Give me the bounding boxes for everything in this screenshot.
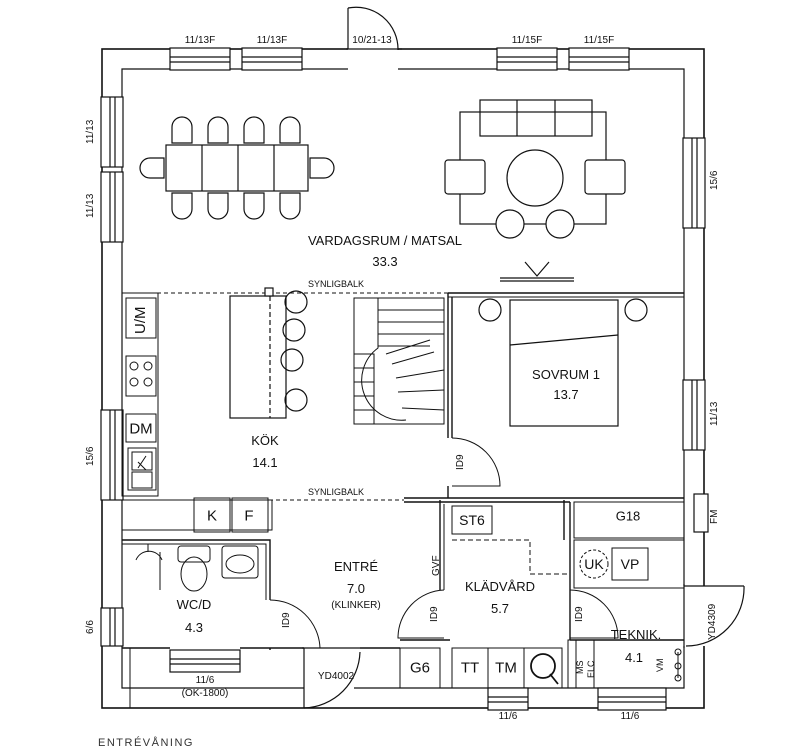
klad-right-door-swing xyxy=(569,589,619,639)
label-g6: G6 xyxy=(409,659,431,677)
room-area-vardagsrum: 33.3 xyxy=(372,254,398,269)
window-label-top-3: 11/15F xyxy=(511,35,543,46)
kladvard-walls xyxy=(400,500,684,641)
floor-caption: ENTRÉVÅNING xyxy=(98,737,194,749)
door-label-front: YD4002 xyxy=(317,671,355,682)
door-label-klad-left: ID9 xyxy=(429,606,440,622)
label-tm: TM xyxy=(495,659,517,677)
tv-symbol xyxy=(500,261,574,282)
wc-fixtures xyxy=(135,544,259,592)
bottom-fixtures xyxy=(399,639,682,689)
right-windows xyxy=(682,137,709,533)
label-um: U/M xyxy=(132,306,149,335)
window-label-bottom-2: 11/6 xyxy=(620,711,640,722)
front-door-swing xyxy=(302,646,361,709)
door-label-top: 10/21-13 xyxy=(352,35,392,46)
bed xyxy=(478,298,648,427)
window-label-left-1: 11/13 xyxy=(85,119,96,144)
label-st6: ST6 xyxy=(459,512,485,528)
room-name-entre: ENTRÉ xyxy=(333,559,379,574)
room-name-teknik: TEKNIK. xyxy=(610,627,662,642)
window-note-bottom-wc: (ÖK-1800) xyxy=(181,688,229,699)
klad-left-door-swing xyxy=(397,589,445,639)
room-name-wcd: WC/D xyxy=(176,597,212,612)
room-area-sovrum: 13.7 xyxy=(553,387,579,402)
label-vp: VP xyxy=(620,556,640,572)
label-gvf: GVF xyxy=(431,555,442,576)
room-name-vardagsrum: VARDAGSRUM / MATSAL xyxy=(307,233,463,248)
label-dm: DM xyxy=(129,420,153,438)
window-label-right-2: 11/13 xyxy=(709,401,720,426)
door-label-klad-right: ID9 xyxy=(574,606,585,622)
room-area-kok: 14.1 xyxy=(252,455,278,470)
top-door-swing xyxy=(346,6,402,70)
kladvard-fixtures xyxy=(451,501,685,589)
window-label-bottom-wc: 11/6 xyxy=(195,675,215,686)
kitchen-counter xyxy=(121,292,273,533)
beam-label-lower: SYNLIGBALK xyxy=(308,487,365,497)
room-name-kok: KÖK xyxy=(251,433,279,448)
left-windows xyxy=(100,96,124,647)
label-tt: TT xyxy=(460,659,480,677)
room-area-wcd: 4.3 xyxy=(184,620,204,635)
door-label-teknik: YD4309 xyxy=(707,603,718,640)
top-windows xyxy=(169,47,630,71)
stairs xyxy=(353,297,445,425)
room-area-kladvard: 5.7 xyxy=(490,601,510,616)
window-label-right-1: 15/6 xyxy=(709,170,720,190)
beam-label-upper: SYNLIGBALK xyxy=(308,279,365,289)
label-vm: VM xyxy=(655,658,665,673)
wc-door-swing xyxy=(269,599,321,649)
room-name-sovrum: SOVRUM 1 xyxy=(532,367,600,382)
label-elc: ELC xyxy=(586,660,596,678)
window-label-bottom-1: 11/6 xyxy=(498,711,518,722)
label-f: F xyxy=(244,507,254,525)
window-label-left-4: 6/6 xyxy=(85,620,96,634)
room-note-entre: (KLINKER) xyxy=(331,600,381,611)
window-label-left-3: 15/6 xyxy=(85,446,96,466)
bedroom-walls xyxy=(404,292,684,503)
bottom-windows xyxy=(169,649,667,711)
kitchen-island xyxy=(229,287,308,419)
dining-table xyxy=(139,116,335,220)
fm-label: FM xyxy=(709,509,720,524)
teknik-door-swing xyxy=(683,584,745,648)
window-label-top-1: 11/13F xyxy=(184,35,216,46)
room-name-kladvard: KLÄDVÅRD xyxy=(464,579,536,594)
room-area-entre: 7.0 xyxy=(346,581,366,596)
label-uk: UK xyxy=(584,556,604,572)
door-label-sovrum: ID9 xyxy=(455,454,466,470)
sovrum-door-swing xyxy=(451,437,501,487)
window-label-left-2: 11/13 xyxy=(85,193,96,218)
room-area-teknik: 4.1 xyxy=(624,650,644,665)
label-ms: MS xyxy=(575,660,585,675)
sofa-group xyxy=(444,99,626,239)
label-k: K xyxy=(206,507,218,525)
window-label-top-4: 11/15F xyxy=(583,35,615,46)
door-label-wc: ID9 xyxy=(281,612,292,628)
outer-wall xyxy=(101,48,705,709)
window-label-top-2: 11/13F xyxy=(256,35,288,46)
label-g18: G18 xyxy=(615,508,641,524)
